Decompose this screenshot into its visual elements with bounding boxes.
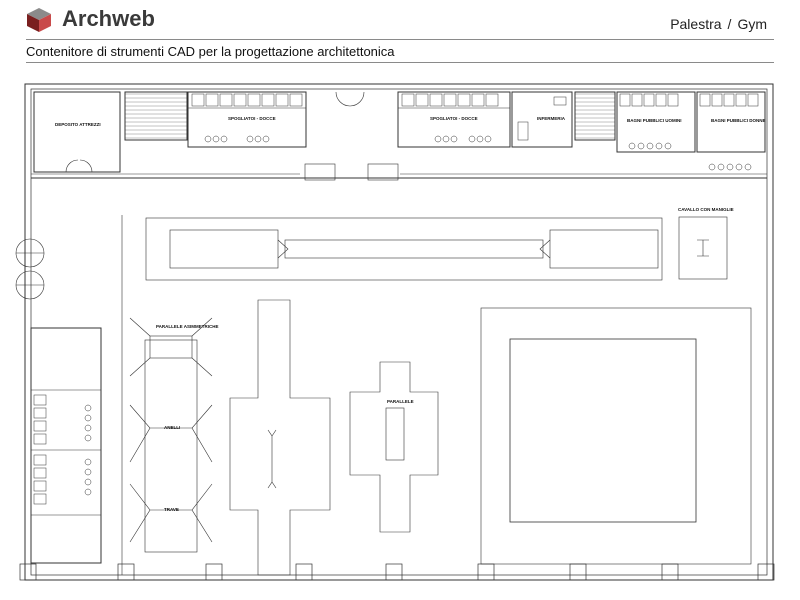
label-parallel-bars: PARALLELE [387,399,414,404]
infirmary-room [511,91,573,148]
breadcrumb-separator: / [727,16,732,32]
high-bar [284,239,544,259]
floor-mat-inner [509,338,697,523]
stairs-1 [124,91,188,141]
label-locker-1: SPOGLIATOI - DOCCE [228,116,276,121]
label-wc-women: BAGNI PUBBLICI DONNE [711,118,766,123]
label-infirmary: INFERMERIA [537,116,566,121]
label-locker-2: SPOGLIATOI - DOCCE [430,116,478,121]
bench-2 [367,163,399,181]
vault-runway [169,229,279,269]
rings [129,404,213,463]
floor-mat-outer [480,307,752,565]
floor-exercise-top [145,217,663,281]
storage-room [33,91,121,173]
site-header: Archweb Palestra / Gym [0,0,800,40]
header-divider [26,39,774,40]
wall-columns [19,563,775,581]
label-pommel-horse: CAVALLO CON MANIGLIE [678,207,734,212]
label-uneven-bars: PARALLELE ASIMMETRICHE [156,324,219,329]
bench-1 [304,163,336,181]
toilets-men [616,91,696,153]
page-subtitle: Contenitore di strumenti CAD per la prog… [26,44,395,59]
breadcrumb-palestra[interactable]: Palestra [670,16,722,32]
breadcrumb-gym[interactable]: Gym [737,16,767,32]
pommel-horse [678,216,728,280]
breadcrumb: Palestra / Gym [667,16,770,32]
label-rings: ANELLI [164,425,180,430]
label-beam: TRAVE [164,507,179,512]
balance-beam [129,483,213,543]
archweb-logo-icon[interactable] [26,7,52,33]
locker-room-1 [187,91,307,148]
cross-platform-1 [229,299,331,576]
building-outer-wall [24,83,774,581]
storage-door-icon [65,159,93,173]
building-inner-wall [30,88,768,576]
apparatus-runway-left [144,339,198,553]
stairs-2 [574,91,616,141]
label-storage: DEPOSITO ATTREZZI [55,122,101,127]
subtitle-divider [26,62,774,63]
toilets-women [696,91,766,153]
entrance-door-icon [335,91,365,107]
label-wc-men: BAGNI PUBBLICI UOMINI [627,118,682,123]
brand-name[interactable]: Archweb [62,6,155,31]
locker-room-2 [397,91,511,148]
left-wc-block [30,327,102,564]
parallel-bars [385,407,405,461]
uneven-bars [149,335,193,359]
cross-platform-2 [349,361,439,533]
